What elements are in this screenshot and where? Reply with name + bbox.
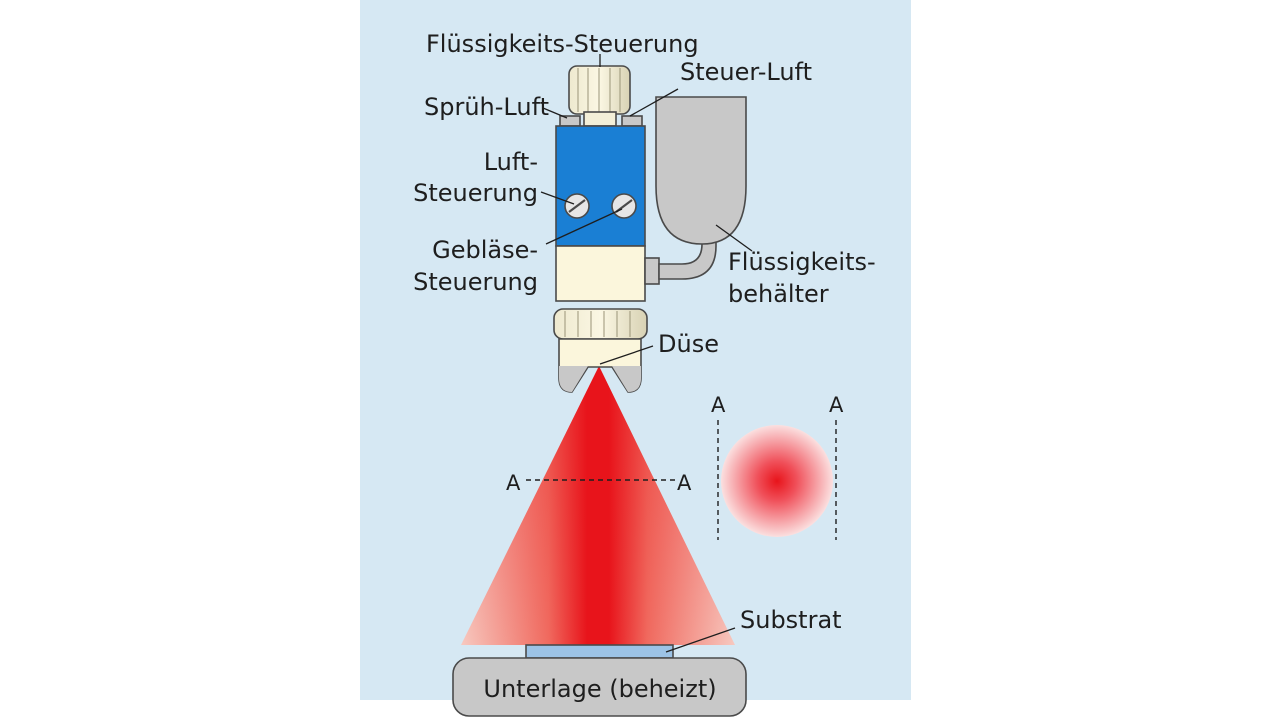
- leader-control-air: [629, 88, 679, 117]
- label-reservoir-line1: Flüssigkeits-: [728, 248, 876, 276]
- diagram-panel: Flüssigkeits-Steuerung Sprüh-Luft Steuer…: [360, 0, 911, 717]
- leader-nozzle: [599, 345, 654, 365]
- nozzle-nut: [553, 308, 648, 340]
- label-fluid-control: Flüssigkeits-Steuerung: [426, 30, 699, 58]
- leader-lines: [540, 54, 753, 653]
- cross-section-view: [717, 420, 837, 540]
- fluid-control-knob: [568, 65, 631, 127]
- substrate: [525, 644, 674, 659]
- nozzle-shadow-right: [612, 366, 641, 392]
- leader-substrate: [665, 627, 736, 653]
- leader-air-control: [540, 191, 575, 205]
- valve-body: [555, 125, 646, 247]
- fluid-reservoir: [655, 96, 747, 245]
- label-view-left: A: [711, 393, 726, 417]
- blower-control-screw: [611, 193, 637, 219]
- leader-blower-control: [545, 208, 623, 245]
- label-reservoir-line2: behälter: [728, 280, 829, 308]
- leader-reservoir: [715, 224, 753, 252]
- label-section-right: A: [677, 471, 692, 495]
- label-control-air: Steuer-Luft: [680, 58, 812, 86]
- lower-body: [555, 245, 646, 302]
- spray-cross-section: [721, 425, 833, 537]
- nozzle-shadow-left: [559, 366, 588, 392]
- label-air-control-line2: Steuerung: [413, 179, 538, 207]
- label-base: Unterlage (beheizt): [483, 675, 716, 703]
- spray-coating-diagram: Flüssigkeits-Steuerung Sprüh-Luft Steuer…: [413, 30, 876, 717]
- label-blower-control-line2: Steuerung: [413, 268, 538, 296]
- label-view-right: A: [829, 393, 844, 417]
- label-spray-air: Sprüh-Luft: [424, 93, 549, 121]
- label-blower-control-line1: Gebläse-: [432, 236, 538, 264]
- label-substrate: Substrat: [740, 606, 842, 634]
- spray-cone: [461, 366, 735, 645]
- spray-air-port: [559, 115, 581, 127]
- leader-spray-air: [542, 107, 568, 119]
- heated-base: [452, 657, 747, 717]
- air-control-screw: [564, 193, 590, 219]
- label-section-left: A: [506, 471, 521, 495]
- label-nozzle: Düse: [658, 330, 719, 358]
- label-air-control-line1: Luft-: [484, 148, 538, 176]
- control-air-port: [621, 115, 643, 127]
